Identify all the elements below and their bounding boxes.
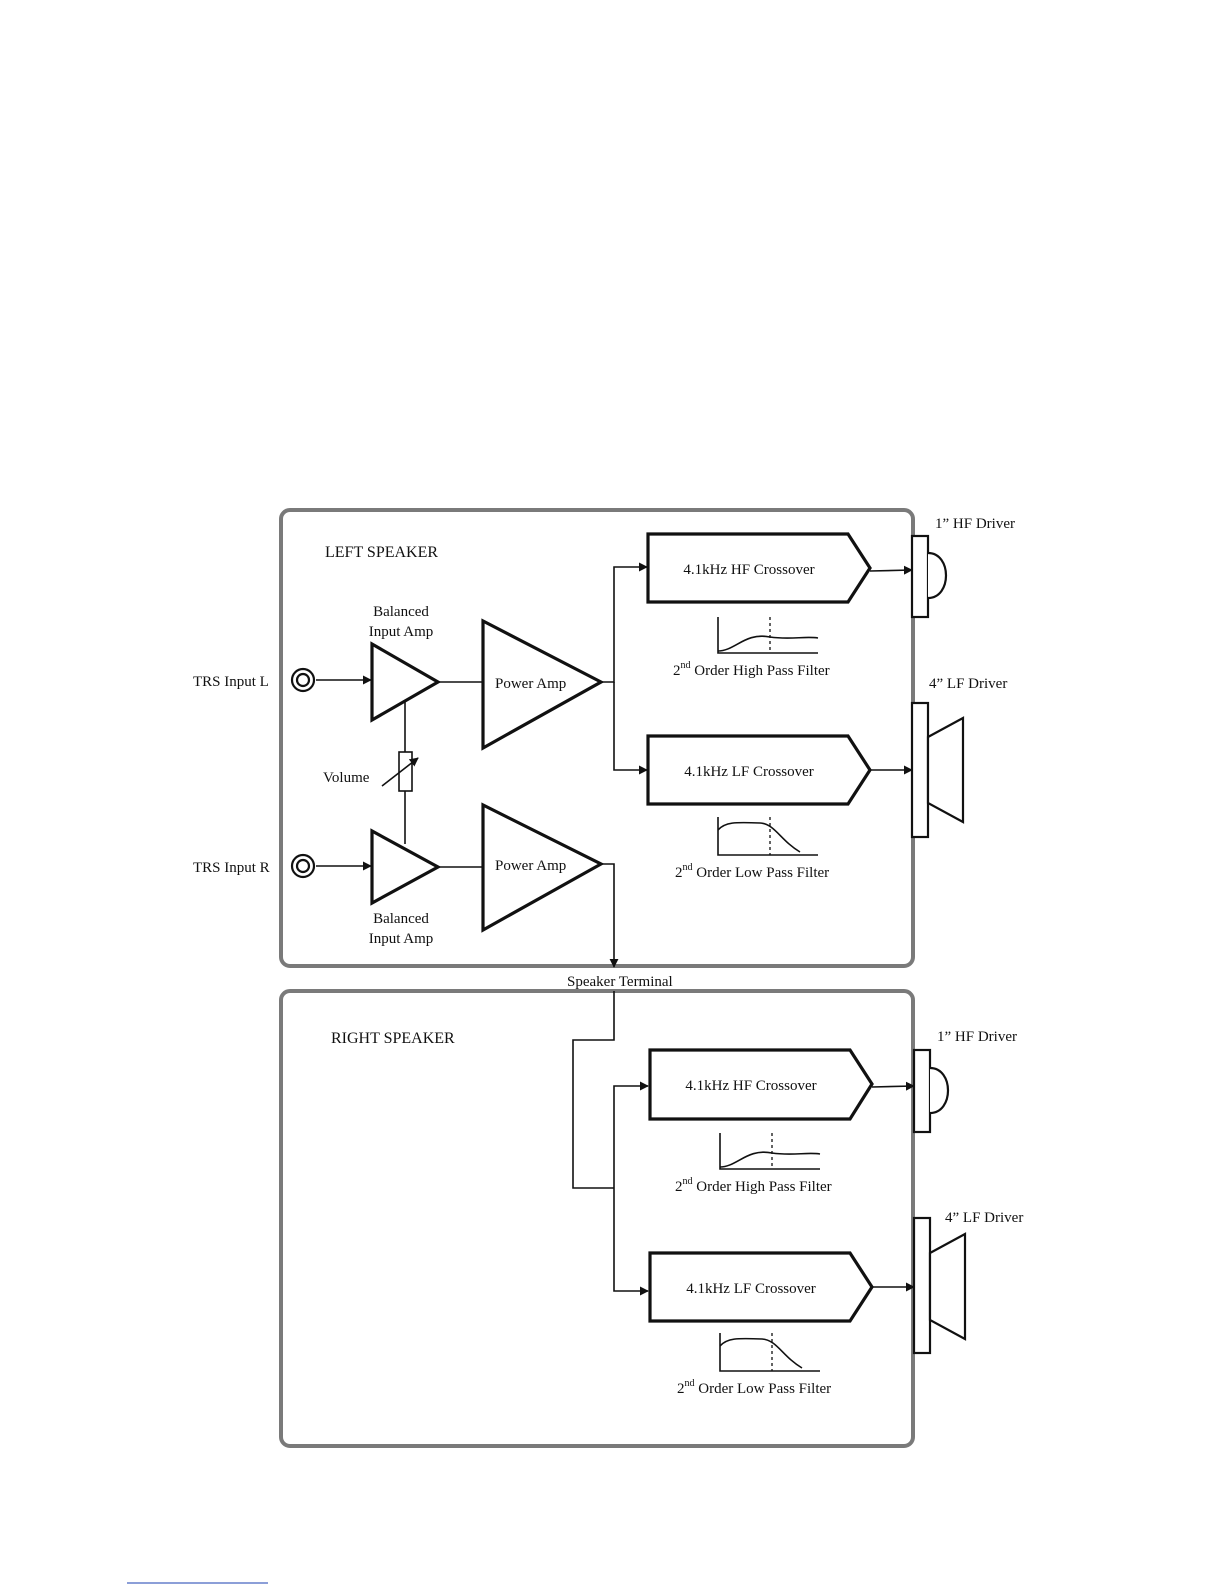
hf-driver-right-icon <box>912 1048 950 1134</box>
trs-input-l-jack <box>290 667 316 693</box>
balanced-input-amp-bottom-label-1: Balanced <box>373 911 429 927</box>
balanced-input-amp-top <box>370 641 442 723</box>
lf-driver-left-icon <box>910 701 965 839</box>
power-amp-bottom-label: Power Amp <box>495 858 566 874</box>
wire-to-lf-crossover-right <box>613 1188 649 1296</box>
hf-crossover-left <box>646 532 872 604</box>
volume-label: Volume <box>323 770 370 786</box>
balanced-input-amp-top-label-2: Input Amp <box>369 624 434 640</box>
wire-to-speaker-terminal <box>601 863 619 968</box>
hf-crossover-right <box>648 1048 874 1121</box>
hf-crossover-left-label: 4.1kHz HF Crossover <box>683 562 814 578</box>
low-pass-filter-curve-icon <box>719 1333 820 1372</box>
hpf-label-right: 2nd Order High Pass Filter <box>675 1176 832 1195</box>
lf-crossover-left-label: 4.1kHz LF Crossover <box>684 764 814 780</box>
right-speaker-title: RIGHT SPEAKER <box>331 1030 455 1047</box>
wire-terminal-route <box>572 991 615 1189</box>
wire-to-hf-crossover-right <box>613 1081 649 1188</box>
hf-crossover-right-label: 4.1kHz HF Crossover <box>685 1078 816 1094</box>
lpf-label-right: 2nd Order Low Pass Filter <box>677 1378 831 1397</box>
lf-driver-right-label: 4” LF Driver <box>945 1210 1023 1226</box>
power-amp-top-label: Power Amp <box>495 676 566 692</box>
wire-to-hf-crossover-left <box>601 562 648 683</box>
lf-driver-right-icon <box>912 1216 967 1355</box>
power-amp-top <box>481 618 605 751</box>
left-speaker-title: LEFT SPEAKER <box>325 544 438 561</box>
balanced-input-amp-bottom <box>370 828 442 906</box>
high-pass-filter-curve-icon <box>717 617 819 654</box>
power-amp-bottom <box>481 802 605 933</box>
lpf-label-left: 2nd Order Low Pass Filter <box>675 862 829 881</box>
trs-input-r-label: TRS Input R <box>193 860 270 876</box>
lf-crossover-right-label: 4.1kHz LF Crossover <box>686 1281 816 1297</box>
hf-driver-left-icon <box>910 534 948 619</box>
hf-driver-right-label: 1” HF Driver <box>937 1029 1017 1045</box>
speaker-terminal-label: Speaker Terminal <box>567 974 673 990</box>
hf-driver-left-label: 1” HF Driver <box>935 516 1015 532</box>
trs-input-l-label: TRS Input L <box>193 674 269 690</box>
wire-hf-to-driver-left <box>869 565 913 575</box>
lf-driver-left-label: 4” LF Driver <box>929 676 1007 692</box>
hpf-label-left: 2nd Order High Pass Filter <box>673 660 830 679</box>
wire-hf-to-driver-right <box>871 1081 915 1091</box>
lf-crossover-right <box>648 1251 874 1323</box>
wire-to-lf-crossover-left <box>613 682 648 775</box>
balanced-input-amp-bottom-label-2: Input Amp <box>369 931 434 947</box>
low-pass-filter-curve-icon <box>717 817 818 856</box>
balanced-input-amp-top-label-1: Balanced <box>373 604 429 620</box>
volume-arrow-icon <box>381 757 419 787</box>
trs-input-r-jack <box>290 853 316 879</box>
high-pass-filter-curve-icon <box>719 1133 821 1170</box>
lf-crossover-left <box>646 734 872 806</box>
